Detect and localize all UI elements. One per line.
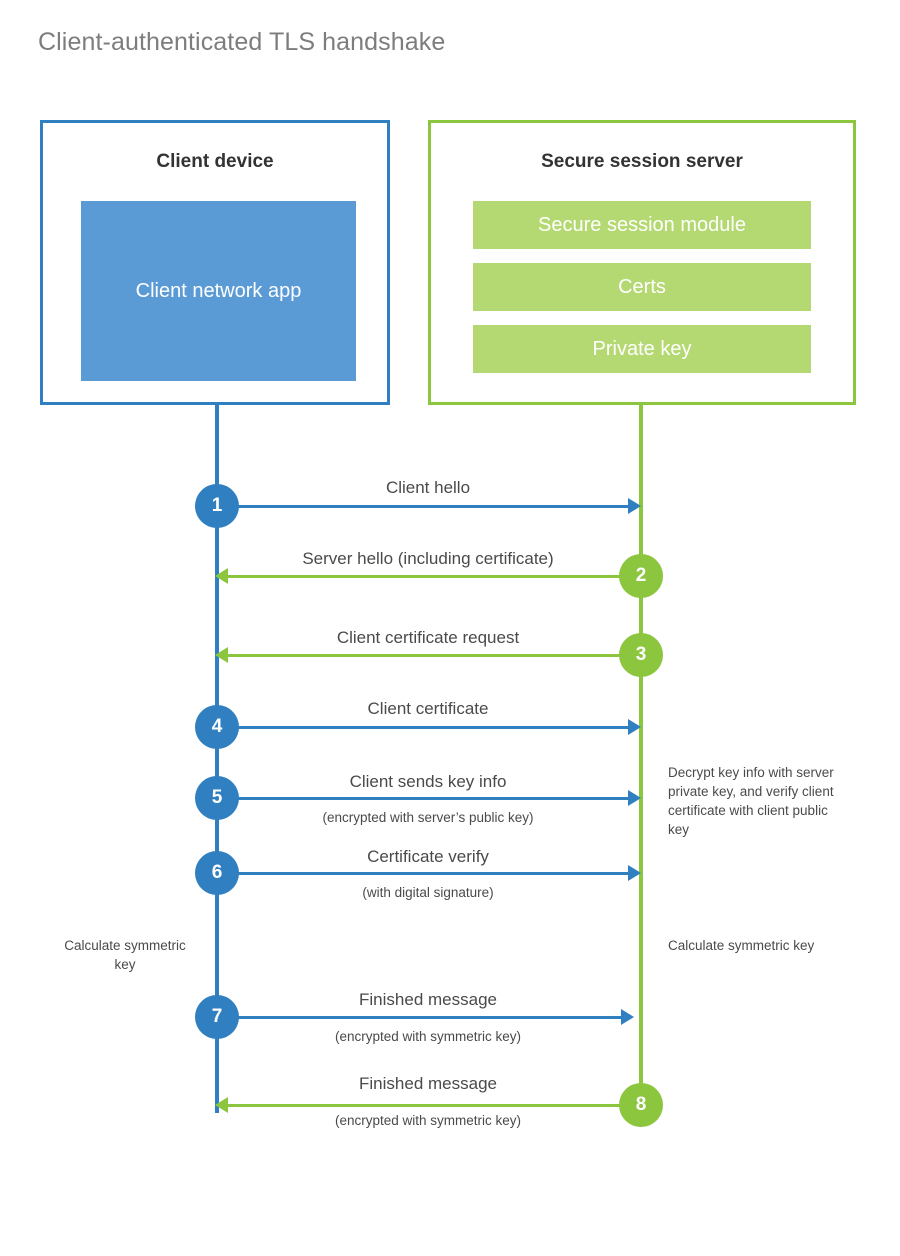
secure-session-server-box: Secure session server Secure session mod… xyxy=(428,120,856,405)
step-6-marker[interactable]: 6 xyxy=(195,851,239,895)
client-device-box: Client device Client network app xyxy=(40,120,390,405)
step-1-arrow-head xyxy=(628,498,641,514)
step-6-arrow-head xyxy=(628,865,641,881)
step-2-marker[interactable]: 2 xyxy=(619,554,663,598)
step-6-arrow-line xyxy=(217,872,628,875)
step-4-marker[interactable]: 4 xyxy=(195,705,239,749)
step-4-label: Client certificate xyxy=(367,699,489,718)
step-6-sublabel: (with digital signature) xyxy=(362,885,494,900)
step-8-label: Finished message xyxy=(359,1074,497,1093)
step-1-label: Client hello xyxy=(385,478,471,497)
step-8-arrow-head xyxy=(215,1097,228,1113)
step-7-arrow-line xyxy=(217,1016,621,1019)
step-5-marker[interactable]: 5 xyxy=(195,776,239,820)
step-4-arrow-head xyxy=(628,719,641,735)
server-item-secure-session-module: Secure session module xyxy=(473,201,811,249)
server-item-private-key: Private key xyxy=(473,325,811,373)
step-2-arrow-line xyxy=(228,575,641,578)
client-network-app-box: Client network app xyxy=(81,201,356,381)
step-3-marker[interactable]: 3 xyxy=(619,633,663,677)
step-2-label: Server hello (including certificate) xyxy=(302,549,554,568)
server-calculate-symmetric-key-note: Calculate symmetric key xyxy=(668,938,815,953)
step-4-arrow-line xyxy=(217,726,628,729)
step-8-arrow-line xyxy=(228,1104,641,1107)
step-5-arrow-head xyxy=(628,790,641,806)
step-5-arrow-line xyxy=(217,797,628,800)
step-7-arrow-head xyxy=(621,1009,634,1025)
step-6-label: Certificate verify xyxy=(367,847,489,866)
secure-session-server-title: Secure session server xyxy=(541,151,743,172)
step-7-sublabel: (encrypted with symmetric key) xyxy=(334,1029,522,1044)
step-7-marker[interactable]: 7 xyxy=(195,995,239,1039)
step-8-sublabel: (encrypted with symmetric key) xyxy=(334,1113,522,1128)
page-title: Client-authenticated TLS handshake xyxy=(38,28,446,56)
step-3-label: Client certificate request xyxy=(336,628,520,647)
step-3-arrow-line xyxy=(228,654,641,657)
step-8-marker[interactable]: 8 xyxy=(619,1083,663,1127)
step-7-label: Finished message xyxy=(359,990,497,1009)
server-lifeline xyxy=(639,405,643,1105)
step-1-marker[interactable]: 1 xyxy=(195,484,239,528)
step-3-arrow-head xyxy=(215,647,228,663)
step-5-label: Client sends key info xyxy=(349,772,507,791)
server-decrypt-note: Decrypt key info with server private key… xyxy=(668,765,834,838)
step-5-sublabel: (encrypted with server’s public key) xyxy=(322,810,534,825)
server-item-certs: Certs xyxy=(473,263,811,311)
step-2-arrow-head xyxy=(215,568,228,584)
client-calculate-symmetric-key-note: Calculate symmetric key xyxy=(64,938,186,973)
client-device-title: Client device xyxy=(156,151,274,172)
step-1-arrow-line xyxy=(217,505,628,508)
client-lifeline xyxy=(215,405,219,1113)
